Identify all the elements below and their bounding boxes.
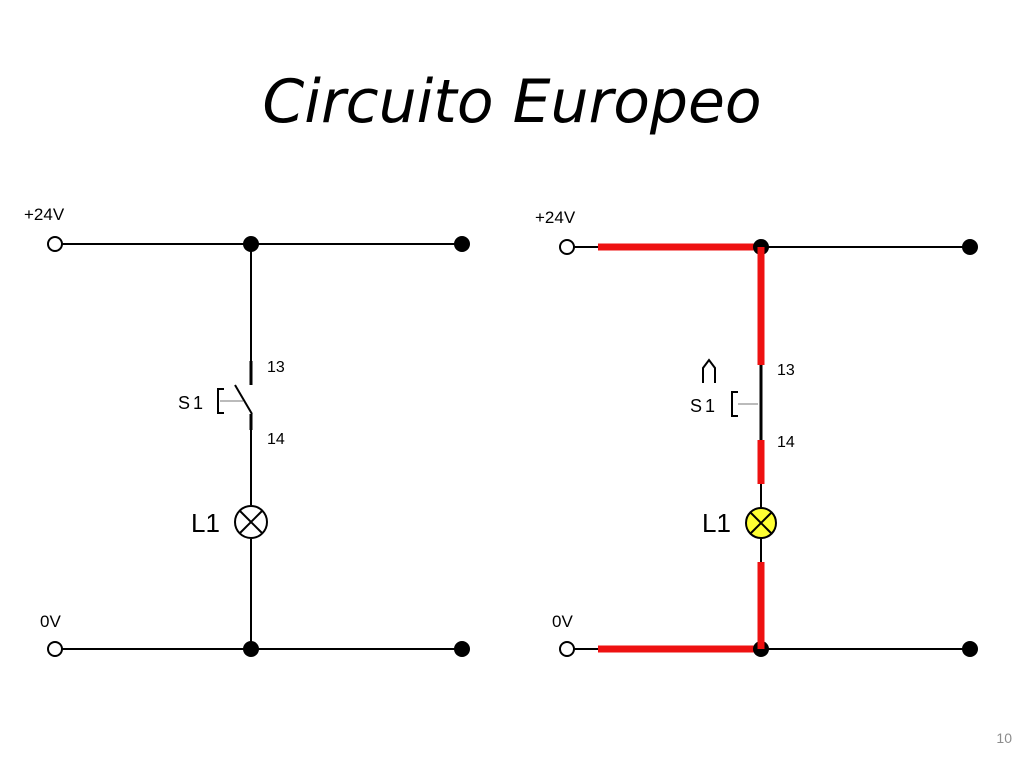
switch-actuator-bracket	[731, 391, 738, 417]
supply-terminal	[559, 239, 575, 255]
circuit-open: +24V 0V S1 13 14 L1	[24, 205, 470, 657]
end-node	[962, 641, 978, 657]
lamp-lit-icon	[745, 507, 777, 539]
end-node	[454, 236, 470, 252]
contact-top-label: 13	[777, 362, 795, 379]
ground-label: 0V	[552, 612, 573, 631]
page-number: 10	[996, 730, 1012, 746]
lamp-label: L1	[702, 508, 731, 538]
switch-blade	[234, 384, 253, 415]
push-actuator-icon	[702, 358, 716, 383]
contact-top-label: 13	[267, 359, 285, 376]
switch-label: S1	[690, 396, 718, 416]
end-node	[454, 641, 470, 657]
slide-title: Circuito Europeo	[262, 67, 762, 137]
lamp-label: L1	[191, 508, 220, 538]
supply-label: +24V	[24, 205, 65, 224]
contact-bottom-label: 14	[777, 434, 795, 451]
lamp-icon	[234, 505, 268, 539]
ground-terminal	[47, 641, 63, 657]
end-node	[962, 239, 978, 255]
ground-label: 0V	[40, 612, 61, 631]
switch-actuator-bracket	[217, 388, 224, 414]
circuit-closed: +24V 0V S1 13 14 L1	[535, 208, 978, 657]
supply-label: +24V	[535, 208, 576, 227]
contact-bottom-label: 14	[267, 431, 285, 448]
switch-label: S1	[178, 393, 206, 413]
ground-terminal	[559, 641, 575, 657]
supply-terminal	[47, 236, 63, 252]
